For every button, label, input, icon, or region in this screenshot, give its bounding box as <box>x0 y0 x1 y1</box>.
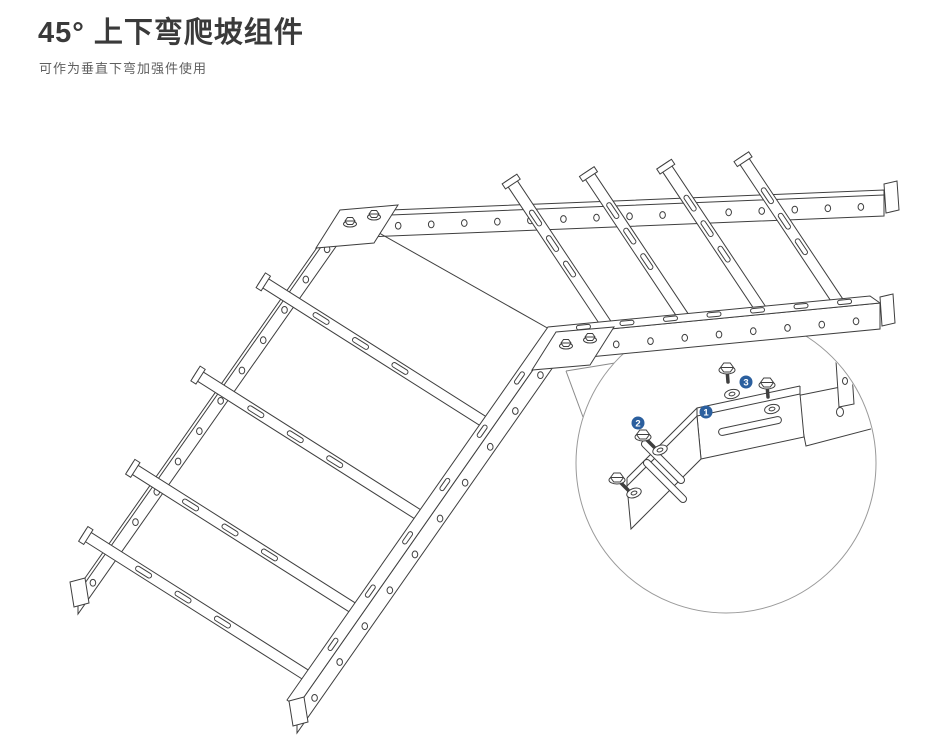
marker-1-label: 1 <box>703 407 709 418</box>
marker-1-dot <box>699 405 713 419</box>
callout-marker-3: 3 <box>739 375 753 389</box>
line-art <box>69 151 900 735</box>
page-header: 45° 上下弯爬坡组件 可作为垂直下弯加强件使用 <box>38 16 304 77</box>
marker-2-label: 2 <box>635 418 640 429</box>
marker-2-dot <box>631 416 645 430</box>
detail-callout-markers: 1 2 3 <box>631 375 753 430</box>
callout-marker-1: 1 <box>699 405 713 419</box>
callout-marker-2: 2 <box>631 416 645 430</box>
page-title: 45° 上下弯爬坡组件 <box>38 17 304 49</box>
marker-3-dot <box>739 375 753 389</box>
marker-3-label: 3 <box>743 377 748 388</box>
page-subtitle: 可作为垂直下弯加强件使用 <box>39 60 208 76</box>
